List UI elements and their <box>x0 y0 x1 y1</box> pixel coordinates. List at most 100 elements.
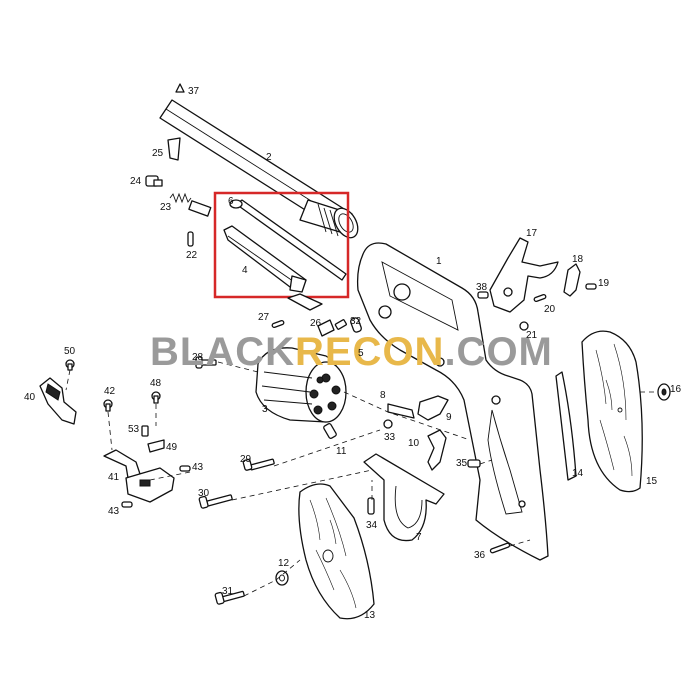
part-label-26: 26 <box>310 318 322 329</box>
screw-50 <box>65 359 75 371</box>
part-label-4: 4 <box>242 265 248 276</box>
part-label-8: 8 <box>380 390 386 401</box>
small-screw-38 <box>477 291 489 299</box>
clip-49 <box>147 439 165 453</box>
part-label-7: 7 <box>416 532 422 543</box>
part-label-35: 35 <box>456 458 468 469</box>
base-41 <box>103 449 175 503</box>
hand-spring-part <box>563 263 581 297</box>
screw-33 <box>383 419 393 429</box>
part-label-34: 34 <box>366 520 378 531</box>
part-label-9: 9 <box>446 412 452 423</box>
part-label-20: 20 <box>544 304 556 315</box>
part-label-50: 50 <box>64 346 76 357</box>
part-label-13: 13 <box>364 610 376 621</box>
screw-43b <box>121 501 133 508</box>
screw-48 <box>151 391 161 404</box>
pin-36 <box>489 542 511 554</box>
spring-part <box>169 192 212 217</box>
assembly-lines <box>65 361 658 597</box>
pin-27 <box>271 319 285 329</box>
watermark-recon: RECON <box>295 330 444 374</box>
part-label-25: 25 <box>152 148 164 159</box>
watermark-com: .COM <box>444 330 552 374</box>
rear-sight-blade-40 <box>39 377 77 425</box>
part-label-6: 6 <box>228 196 234 207</box>
part-label-30: 30 <box>198 488 210 499</box>
part-label-42: 42 <box>104 386 116 397</box>
part-label-33: 33 <box>384 432 396 443</box>
front-sight-part <box>175 83 185 93</box>
part-label-12: 12 <box>278 558 290 569</box>
part-label-27: 27 <box>258 312 270 323</box>
part-label-40: 40 <box>24 392 36 403</box>
screw-30 <box>198 494 233 509</box>
washer-16 <box>657 383 671 401</box>
ramrod-part <box>229 199 347 281</box>
part-label-24: 24 <box>130 176 142 187</box>
hammer-part <box>489 237 559 313</box>
part-label-10: 10 <box>408 438 420 449</box>
wedge-part <box>167 137 181 161</box>
part-label-14: 14 <box>572 468 584 479</box>
part-label-19: 19 <box>598 278 610 289</box>
watermark: BLACKRECON.COM <box>150 330 553 374</box>
part-label-3: 3 <box>262 404 268 415</box>
nipple-32 <box>334 319 347 330</box>
grip-spring-14 <box>555 371 577 481</box>
small-nut-21 <box>519 321 529 331</box>
screw-34 <box>367 497 375 515</box>
part-label-43b: 43 <box>108 506 120 517</box>
cylinder-pin-5 <box>350 317 362 333</box>
part-label-53: 53 <box>128 424 140 435</box>
highlighted-parts-group <box>213 191 350 299</box>
part-label-38: 38 <box>476 282 488 293</box>
escutcheon-12 <box>275 570 289 586</box>
part-label-1: 1 <box>436 256 442 267</box>
barrel-part <box>159 99 359 239</box>
part-label-22: 22 <box>186 250 198 261</box>
small-screw-19 <box>585 283 597 290</box>
right-grip-panel <box>581 330 643 493</box>
screw-28 <box>195 356 217 369</box>
trigger-part-10 <box>427 429 447 471</box>
part-label-32: 32 <box>350 316 362 327</box>
part-label-48: 48 <box>150 378 162 389</box>
part-label-43a: 43 <box>192 462 204 473</box>
spring-53 <box>141 425 149 437</box>
part-label-23: 23 <box>160 202 172 213</box>
part-labels: 1 2 3 4 5 6 7 8 9 10 11 12 13 14 15 16 1… <box>24 86 682 621</box>
part-label-5: 5 <box>358 348 364 359</box>
part-label-49: 49 <box>166 442 178 453</box>
part-label-37: 37 <box>188 86 200 97</box>
watermark-black: BLACK <box>150 330 295 374</box>
screw-31 <box>214 590 245 605</box>
part-label-28: 28 <box>192 352 204 363</box>
part-label-21: 21 <box>526 330 538 341</box>
screw-29 <box>242 458 275 471</box>
part-label-41: 41 <box>108 472 120 483</box>
latch-part <box>145 175 163 187</box>
part-label-17: 17 <box>526 228 538 239</box>
trigger-part-9 <box>417 395 449 421</box>
small-pin-20 <box>533 293 547 303</box>
trigger-guard-part <box>363 453 445 542</box>
bolt-part-8 <box>387 403 415 419</box>
part-label-11: 11 <box>336 446 347 457</box>
nipple-11 <box>323 423 337 439</box>
screw-43a <box>179 465 191 472</box>
part-label-15: 15 <box>646 476 658 487</box>
cylinder-part <box>255 347 347 423</box>
wedge-screw-26 <box>317 319 335 337</box>
screw-42 <box>103 399 113 412</box>
part-label-16: 16 <box>670 384 682 395</box>
frame-part <box>356 242 549 561</box>
part-label-29: 29 <box>240 454 252 465</box>
loading-lever-part <box>223 225 307 293</box>
part-label-36: 36 <box>474 550 486 561</box>
lever-tip <box>287 293 323 311</box>
screw-35 <box>467 459 481 468</box>
pin-part <box>187 231 194 247</box>
part-label-2: 2 <box>266 152 272 163</box>
